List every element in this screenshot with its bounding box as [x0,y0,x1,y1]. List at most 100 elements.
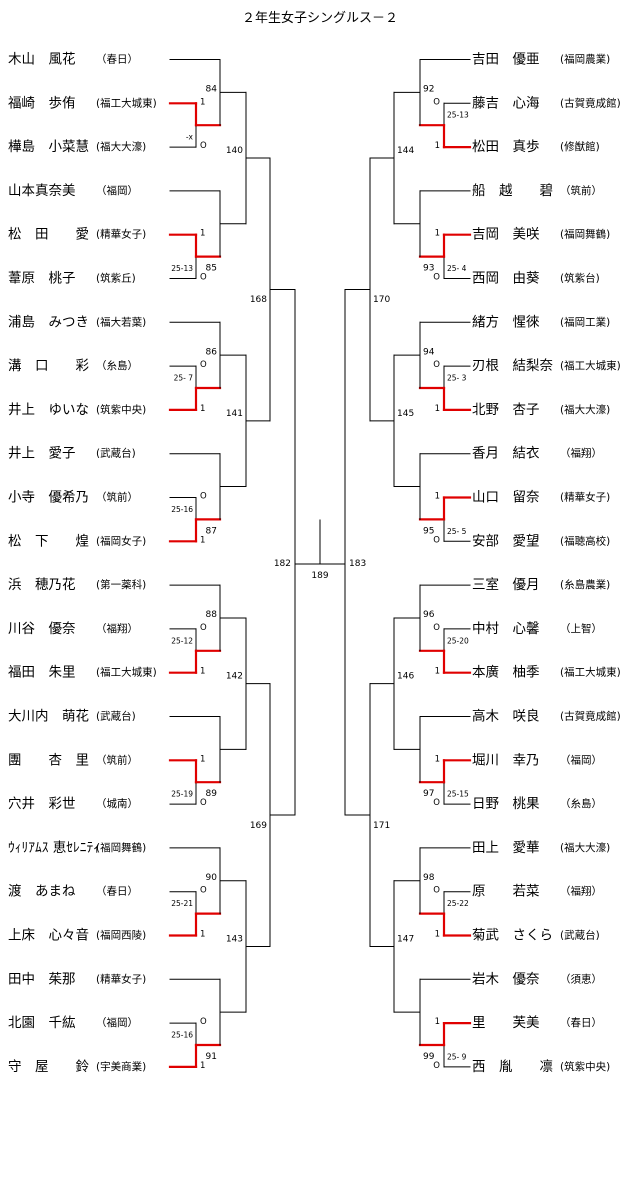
player-name: 浦島 みつき [8,314,89,330]
player-name: 西 胤 凛 [472,1058,553,1075]
player-name: 葦原 桃子 [8,271,76,287]
player-name: 里 芙美 [472,1014,540,1031]
match-score: 25-19 [171,790,193,799]
player-name: 日野 桃果 [472,796,540,812]
player-team: (糸島農業) [560,578,610,591]
player-name: 藤吉 心海 [472,95,540,111]
result-mark: O [433,273,440,283]
match-score: 25-13 [447,111,469,120]
player-team: （福翔） [560,447,602,460]
player-name: 高木 咲良 [472,708,540,725]
match-number: 85 [206,264,217,274]
result-mark: 1 [435,754,440,764]
player-name: 松田 真歩 [472,139,540,155]
player-name: 三室 優月 [472,576,540,593]
player-name: 香月 結衣 [472,446,540,462]
final-match-number: 189 [311,571,328,581]
player-team: (福大大濠) [560,841,610,854]
player-team: （春日） [96,54,138,66]
match-number: 94 [423,347,435,357]
result-mark: O [200,886,207,896]
match-score: 25- 7 [174,374,194,383]
player-name: 浜 穂乃花 [8,577,76,593]
player-team: （福岡） [96,184,138,197]
player-team: (第一薬科) [96,578,146,591]
result-mark: 1 [200,930,205,940]
player-team: (筑紫台) [560,272,600,285]
player-name: 小寺 優希乃 [8,490,89,506]
match-score: 25-12 [171,636,193,645]
match-number: 147 [397,934,414,944]
player-team: (福岡農業) [560,53,610,66]
result-mark: 1 [435,404,440,414]
match-number: 141 [226,409,243,419]
player-name: 川谷 優奈 [8,621,76,637]
match-number: 183 [349,559,366,569]
player-team: (福岡工業) [560,315,610,328]
result-mark: O [200,1017,207,1027]
player-name: 大川内 萌花 [8,709,89,725]
player-name: 樺島 小菜慧 [8,139,89,155]
player-name: ｳｨﾘｱﾑｽ 恵ｾﾚﾆﾃｨ [8,840,100,856]
match-score: 25- 9 [447,1053,467,1062]
result-mark: 1 [435,930,440,940]
player-team: （須恵） [560,972,602,985]
match-number: 87 [206,526,217,536]
player-team: （糸島） [560,797,602,810]
player-team: （上智） [560,622,602,635]
player-name: 溝 口 彩 [8,358,89,374]
match-number: 182 [274,559,291,569]
player-name: 福崎 歩侑 [8,95,76,111]
match-score: -x [186,133,194,142]
player-team: （筑前） [96,753,138,766]
match-number: 144 [397,146,414,156]
player-team: (福岡女子) [96,534,146,547]
result-mark: O [200,798,207,808]
player-name: 岩木 優奈 [472,971,540,987]
match-score: 25-16 [171,505,193,514]
player-team: (福大大濠) [560,403,610,416]
player-name: 菊武 さくら [472,928,553,944]
player-team: (古賀竟成館) [560,96,621,109]
player-name: 船 越 碧 [472,183,553,199]
player-team: (武蔵台) [560,929,600,942]
result-mark: O [200,360,207,370]
player-team: (筑紫中央) [96,403,146,416]
match-number: 88 [206,610,218,620]
match-score: 25-16 [171,1031,193,1040]
player-team: (精華女子) [560,491,610,504]
player-team: (福岡舞鶴) [560,228,610,241]
player-name: 田中 茱那 [8,971,76,987]
player-name: 團 杏 里 [8,752,89,768]
result-mark: 1 [200,97,205,107]
player-team: （福岡） [96,1016,138,1029]
player-team: (宇美商業) [96,1060,146,1073]
result-mark: 1 [435,667,440,677]
result-mark: 1 [200,754,205,764]
match-score: 25-22 [447,899,469,908]
result-mark: 1 [435,1017,440,1027]
result-mark: O [433,360,440,370]
player-team: (精華女子) [96,228,146,241]
player-team: (福岡西陵) [96,929,146,942]
player-name: 本廣 柚季 [472,664,540,681]
match-score: 25-15 [447,790,469,799]
result-mark: 1 [435,141,440,151]
match-number: 97 [423,789,434,799]
match-number: 86 [206,347,218,357]
player-team: (福工大城東) [560,666,621,679]
match-score: 25-20 [447,636,469,645]
player-name: 井上 ゆいな [8,402,89,418]
match-number: 96 [423,610,435,620]
result-mark: O [433,886,440,896]
player-name: 井上 愛子 [8,446,76,462]
match-number: 168 [250,295,267,305]
player-name: 山口 留奈 [472,490,540,506]
player-name: 山本真奈美 [8,183,76,199]
player-team: （福翔） [560,885,602,898]
player-team: (武蔵台) [96,710,136,723]
match-number: 98 [423,873,435,883]
player-team: (福工大城東) [96,666,157,679]
player-team: （城南） [96,797,138,810]
